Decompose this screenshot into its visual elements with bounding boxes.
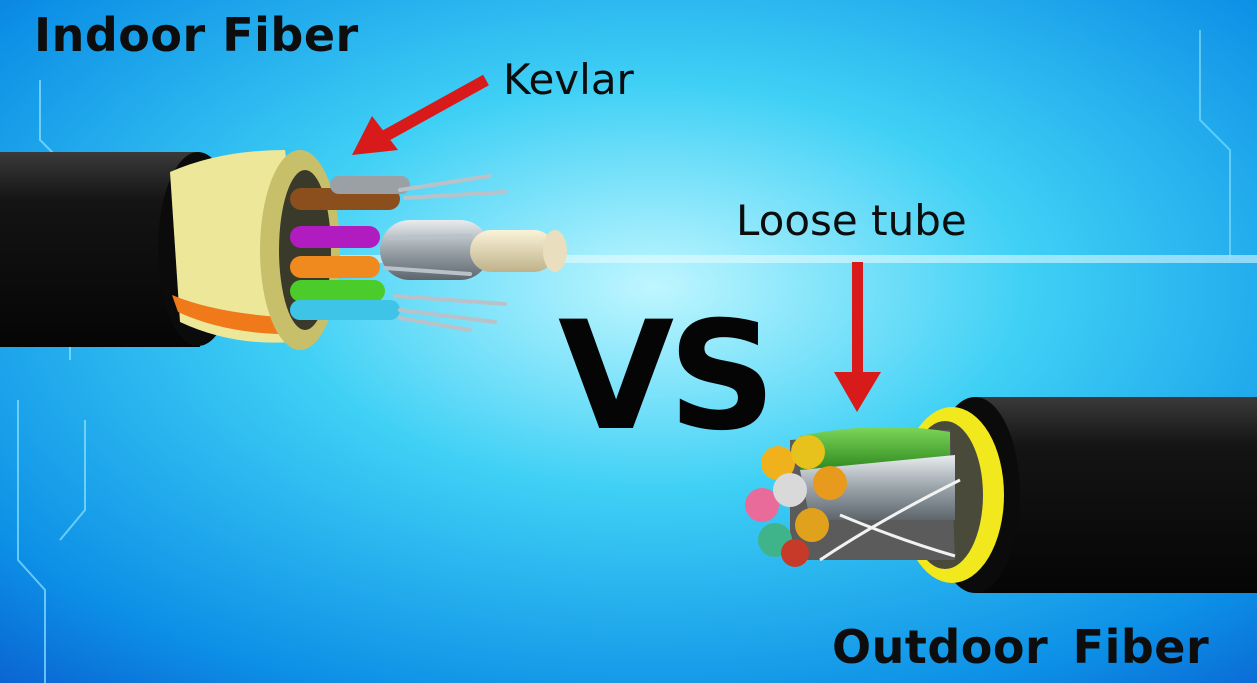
loose-tube-arrow (834, 262, 881, 412)
versus-text: VS (558, 290, 776, 464)
loose-tube-label: Loose tube (736, 196, 967, 245)
outdoor-cable (745, 397, 1257, 593)
light-streak (250, 255, 1257, 263)
indoor-cable (0, 150, 567, 350)
kevlar-label: Kevlar (503, 55, 634, 104)
orange-ripcord (172, 295, 302, 335)
tube-ends (745, 435, 847, 567)
kevlar-arrow (352, 74, 489, 155)
outdoor-jacket (975, 397, 1257, 593)
indoor-fiber-title: Indoor Fiber (34, 8, 359, 62)
outdoor-fiber-title: Outdoor Fiber (832, 620, 1210, 674)
